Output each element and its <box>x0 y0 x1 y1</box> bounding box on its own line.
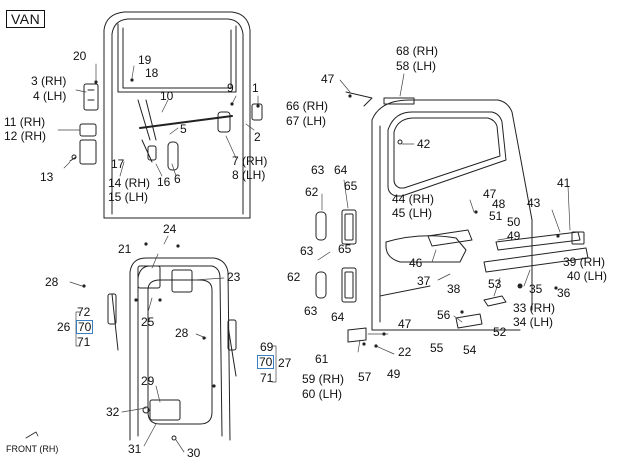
callout-3: 3 (RH) <box>31 74 67 88</box>
callout-29: 29 <box>141 374 155 388</box>
callout-6: 6 <box>174 172 181 186</box>
callout-51: 51 <box>489 209 503 223</box>
leaders-sliding <box>317 73 571 355</box>
callout-67: 67 (LH) <box>286 114 327 128</box>
callout-2: 2 <box>254 130 261 144</box>
callout-49-mid: 49 <box>507 229 521 243</box>
callout-47-top: 47 <box>321 72 335 86</box>
callout-12: 12 (RH) <box>4 129 47 143</box>
callout-42: 42 <box>417 137 431 151</box>
callout-66: 66 (RH) <box>286 99 329 113</box>
callout-13: 13 <box>40 170 54 184</box>
callout-63-low: 63 <box>304 304 318 318</box>
callout-63-top: 63 <box>311 163 325 177</box>
callout-17: 17 <box>111 157 125 171</box>
van-badge: VAN <box>6 10 46 28</box>
lower-door-hardware <box>107 265 237 441</box>
callout-39: 39 (RH) <box>563 255 606 269</box>
front-rh-label: FRONT (RH) <box>6 444 59 454</box>
callout-10: 10 <box>160 89 174 103</box>
callout-65-mid: 65 <box>338 242 352 256</box>
callout-1: 1 <box>252 81 259 95</box>
callout-18: 18 <box>145 66 159 80</box>
callout-36: 36 <box>557 286 571 300</box>
callout-48: 48 <box>492 197 506 211</box>
callout-56: 56 <box>437 308 451 322</box>
callout-62-mid: 62 <box>287 270 301 284</box>
callout-40: 40 (LH) <box>567 269 608 283</box>
callout-4: 4 (LH) <box>33 89 67 103</box>
front-arrow-icon <box>25 431 39 439</box>
callout-5: 5 <box>180 122 187 136</box>
callout-35: 35 <box>529 282 543 296</box>
callout-62-top: 62 <box>305 185 319 199</box>
callout-45: 45 (LH) <box>392 206 433 220</box>
callout-68: 68 (RH) <box>396 44 439 58</box>
callout-11: 11 (RH) <box>4 115 46 129</box>
callout-63-mid: 63 <box>300 244 314 258</box>
callout-72: 72 <box>77 305 91 319</box>
callout-23: 23 <box>227 270 241 284</box>
callout-53: 53 <box>488 277 502 291</box>
callout-33: 33 (RH) <box>513 301 556 315</box>
callout-60: 60 (LH) <box>302 387 343 401</box>
callout-7: 7 (RH) <box>232 154 268 168</box>
callout-15: 15 (LH) <box>108 190 149 204</box>
callout-38: 38 <box>447 282 461 296</box>
callout-32: 32 <box>106 405 120 419</box>
callout-25: 25 <box>141 315 155 329</box>
callout-27: 27 <box>278 356 292 370</box>
callout-54: 54 <box>463 343 477 357</box>
callout-43: 43 <box>527 196 541 210</box>
rear-door-lower <box>111 257 237 441</box>
callout-52: 52 <box>493 325 507 339</box>
callout-57: 57 <box>358 370 372 384</box>
callout-22: 22 <box>398 345 412 359</box>
callout-59: 59 (RH) <box>302 372 345 386</box>
callout-21: 21 <box>118 242 132 256</box>
callout-41: 41 <box>557 176 571 190</box>
callout-69: 69 <box>260 340 274 354</box>
callout-70-highlighted-right: 70 <box>257 355 275 369</box>
callout-31: 31 <box>128 442 142 456</box>
leaders-lower <box>69 235 225 453</box>
callout-9: 9 <box>227 81 234 95</box>
callout-34: 34 (LH) <box>513 315 554 329</box>
group-brackets <box>75 311 277 383</box>
callout-24: 24 <box>163 222 177 236</box>
sliding-door-hardware <box>315 91 589 343</box>
callout-16: 16 <box>157 175 171 189</box>
callout-50: 50 <box>507 215 521 229</box>
callout-30: 30 <box>187 446 201 460</box>
callout-47-mid: 47 <box>483 187 497 201</box>
callout-70-highlighted-left: 70 <box>76 320 94 334</box>
callout-65-top: 65 <box>344 179 358 193</box>
callout-71-left: 71 <box>77 335 91 349</box>
callout-64-low: 64 <box>331 310 345 324</box>
leaders-upper-left <box>57 63 259 177</box>
callout-14: 14 (RH) <box>108 176 151 190</box>
callout-26: 26 <box>57 320 71 334</box>
callout-28-left: 28 <box>45 275 59 289</box>
callout-49-low: 49 <box>387 367 401 381</box>
callout-44: 44 (RH) <box>392 192 435 206</box>
callout-8: 8 (LH) <box>232 168 266 182</box>
callout-64-top: 64 <box>334 163 348 177</box>
callout-46: 46 <box>409 256 423 270</box>
sliding-door <box>371 99 533 331</box>
callout-28-right: 28 <box>175 326 189 340</box>
callout-55: 55 <box>430 341 444 355</box>
callout-58: 58 (LH) <box>396 59 437 73</box>
callout-47-low: 47 <box>398 317 412 331</box>
fastener-dots <box>82 78 560 388</box>
rear-door-upper <box>103 11 251 219</box>
callout-61: 61 <box>315 352 329 366</box>
callout-71-right: 71 <box>260 371 274 385</box>
upper-left-hardware <box>69 83 263 171</box>
callout-19: 19 <box>138 53 152 67</box>
callout-37: 37 <box>417 274 431 288</box>
callout-20: 20 <box>73 49 87 63</box>
